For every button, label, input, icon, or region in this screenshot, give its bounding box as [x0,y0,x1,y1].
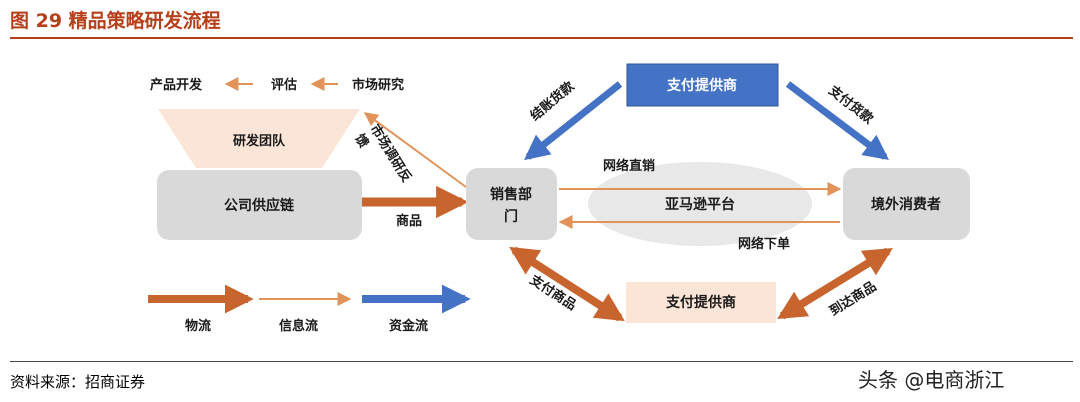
legend-logistics-label: 物流 [185,318,211,334]
payment-provider-top-box [626,63,779,107]
label-online-direct-sale: 网络直销 [603,158,655,174]
label-goods: 商品 [396,213,422,229]
node-rd-team: 研发团队 [233,133,286,149]
node-sales-dept-line1: 销售部 [490,186,532,203]
legend-fund-label: 资金流 [389,318,428,334]
payment-provider-bottom-box [626,282,776,323]
node-market-research: 市场研究 [352,77,404,93]
node-payment-provider-bottom: 支付提供商 [665,294,736,311]
supply-chain-box [157,170,362,240]
label-online-order: 网络下单 [738,236,790,252]
arrow-payment [785,81,890,161]
arrow-pay-goods [509,246,625,322]
node-overseas-consumer: 境外消费者 [871,196,941,213]
footer-divider [10,361,1073,362]
node-amazon-platform: 亚马逊平台 [665,196,735,213]
rd-team-shape [158,109,360,168]
legend-info-label: 信息流 [279,318,318,334]
source-note: 资料来源：招商证券 [10,373,146,391]
title-divider [10,37,1073,39]
watermark: 头条 @电商浙江 [858,368,1005,392]
sales-dept-box [466,168,557,240]
label-settlement: 结账货款 [527,78,578,124]
node-evaluate: 评估 [271,77,297,93]
arrow-deliver-goods [777,247,893,320]
node-company-supply-chain: 公司供应链 [224,197,295,214]
svg-text:馈: 馈 [351,131,371,151]
node-product-development: 产品开发 [150,77,203,93]
amazon-platform-shape [588,162,812,246]
node-sales-dept-line2: 门 [504,208,518,225]
arrow-settlement [524,81,623,161]
arrow-market-feedback [363,112,467,188]
node-payment-provider-top: 支付提供商 [666,77,737,94]
legend: 物流 信息流 资金流 [148,284,471,334]
overseas-consumer-box [843,168,970,240]
figure-title: 图 29 精品策略研发流程 [10,10,221,32]
